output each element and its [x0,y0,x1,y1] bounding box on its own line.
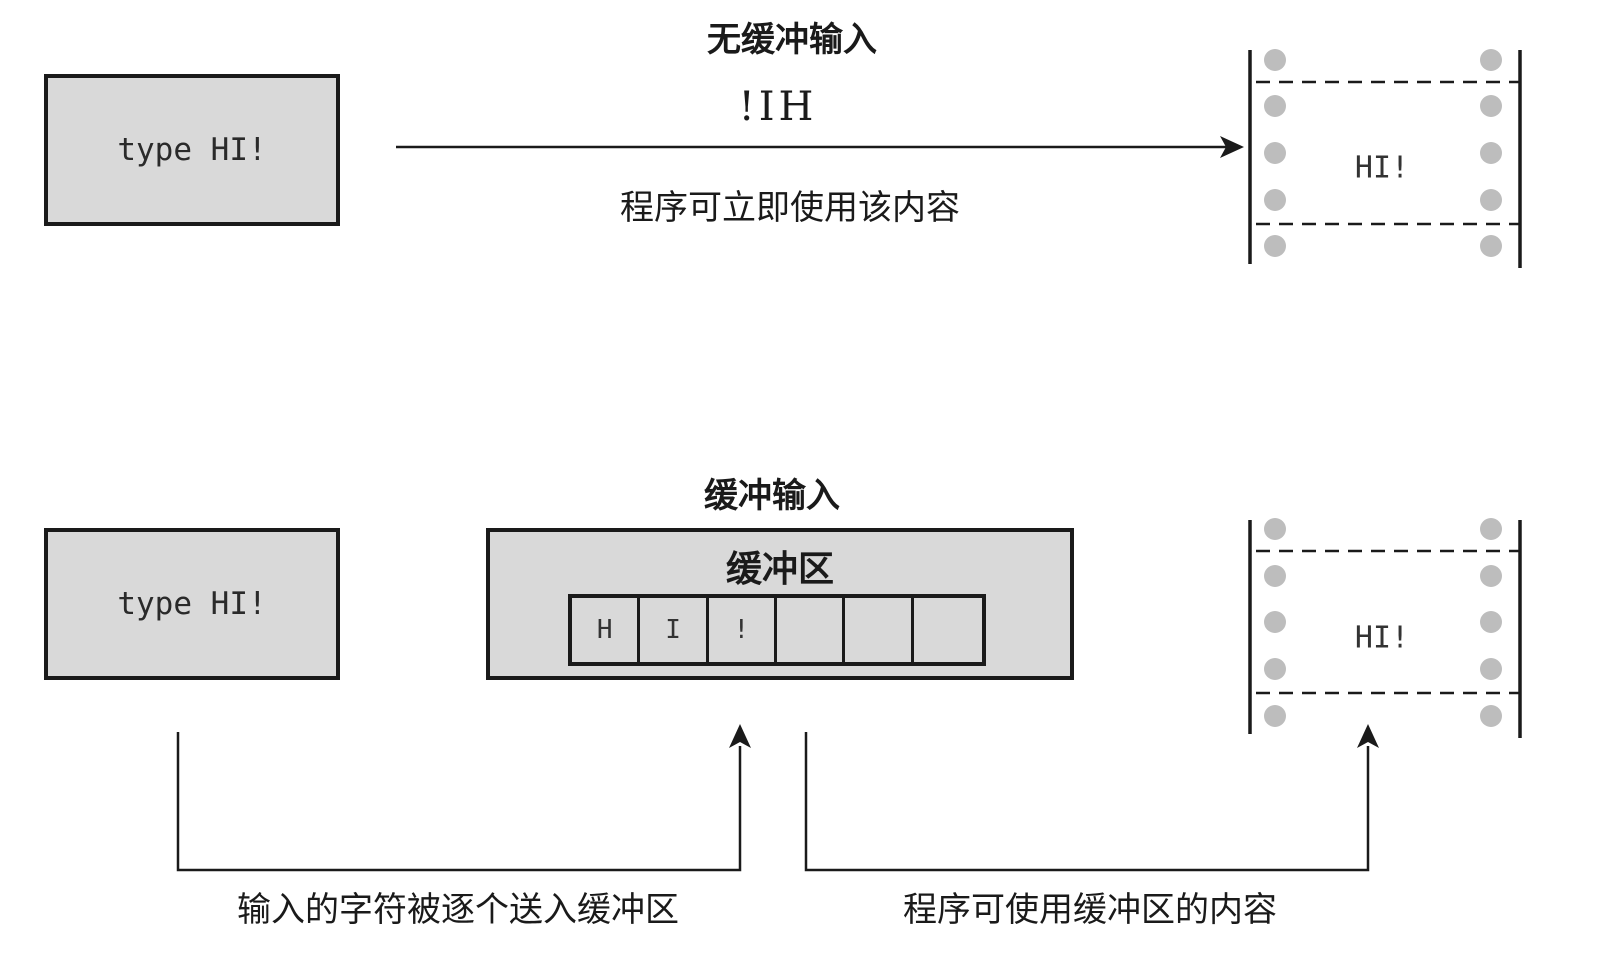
unbuffered-keyboard-text: type HI! [117,132,267,168]
buffered-screen-film [1248,518,1522,738]
buffered-screen-text: HI! [1354,620,1410,656]
buffered-caption-left: 输入的字符被逐个送入缓冲区 [237,890,679,930]
buffer-label: 缓冲区 [725,548,834,590]
unbuffered-flow-text: !IH [738,84,818,130]
unbuffered-screen-text: HI! [1354,150,1410,186]
buffer-cell [913,598,982,662]
buffer-cell: I [640,598,709,662]
buffer-cell: ! [708,598,778,662]
buffered-keyboard-text: type HI! [117,586,267,622]
buffered-keyboard-box: type HI! [44,528,340,680]
unbuffered-caption: 程序可立即使用该内容 [620,188,960,228]
buffer-cell: H [572,598,641,662]
unbuffered-arrow [396,136,1244,158]
buffered-title: 缓冲输入 [704,476,840,516]
buffer-cell [777,598,846,662]
buffer-box: 缓冲区 H I ! [486,528,1074,680]
unbuffered-title: 无缓冲输入 [707,20,877,60]
unbuffered-screen-film [1248,49,1522,268]
keyboard-to-buffer-arrow [176,724,751,872]
buffered-caption-right: 程序可使用缓冲区的内容 [903,890,1277,930]
buffer-cell [845,598,914,662]
unbuffered-keyboard-box: type HI! [44,74,340,226]
buffer-cells: H I ! [568,594,986,666]
buffer-to-screen-arrow [804,724,1379,872]
